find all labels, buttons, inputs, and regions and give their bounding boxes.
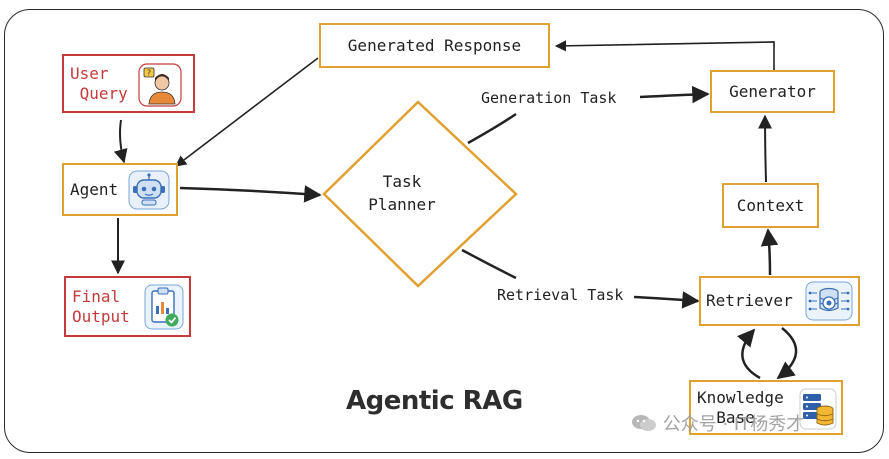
generator-label: Generator <box>729 81 816 101</box>
agent-label: Agent <box>70 179 119 199</box>
watermark: 公众号 · IT杨秀才 <box>631 410 804 436</box>
edge-response-agent <box>175 57 319 167</box>
edge-retriever-context <box>760 228 779 276</box>
context-label: Context <box>736 195 805 215</box>
final-output-node: Final Output <box>64 276 191 337</box>
agent-node: Agent <box>62 163 178 216</box>
watermark-text: 公众号 · IT杨秀才 <box>662 414 805 435</box>
edge-retrievaltask-retriever <box>633 291 700 309</box>
task-planner-diamond <box>322 100 518 288</box>
generated-response-node: Generated Response <box>319 23 550 68</box>
knowledge-base-label: Knowledge Base <box>697 388 784 427</box>
database-network-icon <box>805 281 853 321</box>
edge-retriever-knowledgebase-loop-1 <box>737 328 761 380</box>
svg-text:?: ? <box>147 69 151 78</box>
knowledge-base-node: Knowledge Base <box>689 380 843 435</box>
retriever-node: Retriever <box>699 276 860 326</box>
final-output-label: Final Output <box>72 287 130 326</box>
edge-label-retrieval-task: Retrieval Task <box>497 286 624 304</box>
user-query-label: User Query <box>70 64 128 103</box>
context-node: Context <box>722 183 819 228</box>
clipboard-check-icon <box>144 284 184 330</box>
user-icon: ? <box>138 63 182 107</box>
edge-userquery-agent <box>113 119 128 164</box>
generator-node: Generator <box>710 70 835 113</box>
task-planner-label: Task Planner <box>368 172 436 215</box>
generated-response-label: Generated Response <box>347 35 522 55</box>
task-planner-node: Task Planner <box>342 170 462 216</box>
edge-planner-generation <box>467 112 517 145</box>
diagram-title: Agentic RAG <box>346 386 523 416</box>
user-query-node: User Query ? <box>62 54 195 113</box>
database-stack-icon <box>799 388 837 430</box>
wechat-icon <box>632 415 656 431</box>
robot-icon <box>128 170 170 210</box>
edge-agent-taskplanner <box>179 185 322 203</box>
edge-context-generator <box>758 114 773 183</box>
retriever-label: Retriever <box>706 291 793 311</box>
edge-retriever-knowledgebase-loop-2 <box>776 327 798 380</box>
edge-planner-retrieval <box>461 248 517 280</box>
edge-generator-response <box>554 40 775 70</box>
edge-generationtask-generator <box>639 85 710 104</box>
edge-label-generation-task: Generation Task <box>481 89 617 107</box>
